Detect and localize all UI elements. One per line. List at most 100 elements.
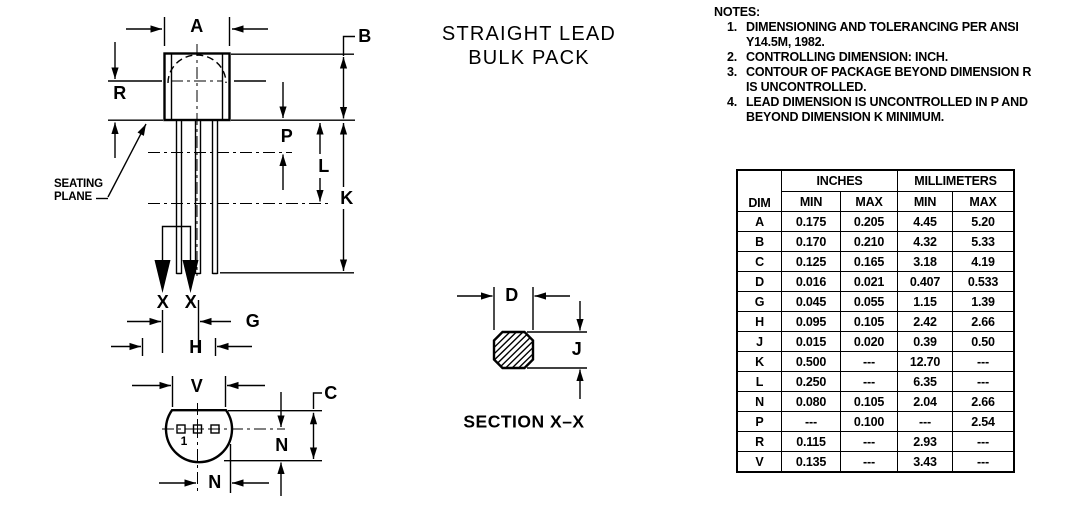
- note-number: 1.: [727, 20, 738, 34]
- front-view-lines: [96, 17, 355, 356]
- dim-cell: B: [736, 231, 782, 252]
- notes-block: NOTES: 1. DIMENSIONING AND TOLERANCING P…: [714, 5, 1031, 125]
- cell: 1.39: [952, 291, 1015, 312]
- dim-label-j: J: [571, 339, 583, 359]
- dim-cell: D: [736, 271, 782, 292]
- table-row: P---0.100---2.54: [736, 411, 1015, 432]
- cell: 0.100: [840, 411, 898, 432]
- note-number: 2.: [727, 50, 738, 64]
- dim-label-p: P: [280, 126, 294, 146]
- col-header-inches: INCHES: [781, 169, 898, 192]
- dim-label-n-side: N: [275, 435, 289, 455]
- dim-label-c: C: [324, 383, 338, 403]
- seating-plane-callout: SEATING PLANE: [54, 178, 103, 203]
- cell: 5.33: [952, 231, 1015, 252]
- cell: 4.19: [952, 251, 1015, 272]
- cell: 0.015: [781, 331, 841, 352]
- cell: 0.50: [952, 331, 1015, 352]
- cell: 0.407: [897, 271, 953, 292]
- dim-label-k: K: [340, 188, 354, 208]
- cell: 0.020: [840, 331, 898, 352]
- dim-cell: V: [736, 451, 782, 473]
- pin-1-label: 1: [180, 434, 188, 448]
- note-text: BEYOND DIMENSION K MINIMUM.: [746, 110, 945, 124]
- col-header-millimeters: MILLIMETERS: [897, 169, 1015, 192]
- drawing-title-line2: BULK PACK: [468, 47, 590, 69]
- dim-label-h: H: [189, 337, 203, 357]
- cell: 0.135: [781, 451, 841, 473]
- col-header-mm-min: MIN: [897, 191, 953, 212]
- dim-cell: A: [736, 211, 782, 232]
- dim-cell: L: [736, 371, 782, 392]
- dim-label-r: R: [113, 83, 127, 103]
- drawing-title-line1: STRAIGHT LEAD: [441, 23, 617, 45]
- section-xx-lines: [457, 287, 587, 399]
- note-text: DIMENSIONING AND TOLERANCING PER ANSI: [746, 20, 1019, 34]
- cell: 2.66: [952, 311, 1015, 332]
- cell: 2.54: [952, 411, 1015, 432]
- cell: 0.170: [781, 231, 841, 252]
- dimension-table-container: DIM INCHES MILLIMETERS MIN MAX MIN MAX A…: [736, 169, 1015, 473]
- cell: ---: [952, 451, 1015, 473]
- cell: 0.205: [840, 211, 898, 232]
- cell: ---: [952, 351, 1015, 372]
- dim-label-d: D: [505, 285, 519, 305]
- cell: 0.105: [840, 391, 898, 412]
- cell: 6.35: [897, 371, 953, 392]
- note-number: 3.: [727, 65, 738, 79]
- cell: 0.016: [781, 271, 841, 292]
- dim-label-a: A: [190, 16, 204, 36]
- note-text: CONTOUR OF PACKAGE BEYOND DIMENSION R: [746, 65, 1032, 79]
- cell: 0.500: [781, 351, 841, 372]
- note-item-3: 3. CONTOUR OF PACKAGE BEYOND DIMENSION R…: [714, 65, 1031, 95]
- cell: 0.165: [840, 251, 898, 272]
- cell: ---: [952, 431, 1015, 452]
- dim-cell: N: [736, 391, 782, 412]
- section-xx-caption: SECTION X–X: [463, 411, 585, 432]
- note-text: IS UNCONTROLLED.: [746, 80, 867, 94]
- cell: 0.175: [781, 211, 841, 232]
- seating-plane-line1: SEATING: [54, 178, 103, 190]
- cell: 0.095: [781, 311, 841, 332]
- cell: 0.533: [952, 271, 1015, 292]
- cell: ---: [897, 411, 953, 432]
- note-item-2: 2. CONTROLLING DIMENSION: INCH.: [714, 50, 1031, 65]
- section-cut-label-x1: X: [156, 292, 170, 312]
- dimension-table: DIM INCHES MILLIMETERS MIN MAX MIN MAX A…: [736, 169, 1015, 473]
- cell: ---: [840, 351, 898, 372]
- note-item-1: 1. DIMENSIONING AND TOLERANCING PER ANSI…: [714, 20, 1031, 50]
- notes-heading: NOTES:: [714, 5, 761, 19]
- dim-label-g: G: [245, 311, 261, 331]
- dim-cell: H: [736, 311, 782, 332]
- dim-cell: J: [736, 331, 782, 352]
- dim-label-l: L: [318, 156, 330, 176]
- cell: 5.20: [952, 211, 1015, 232]
- dim-label-b: B: [358, 26, 372, 46]
- cell: 0.210: [840, 231, 898, 252]
- cell: 3.18: [897, 251, 953, 272]
- cell: ---: [952, 371, 1015, 392]
- dim-cell: G: [736, 291, 782, 312]
- cell: 2.42: [897, 311, 953, 332]
- cell: 0.045: [781, 291, 841, 312]
- dim-label-n-bottom: N: [208, 472, 222, 492]
- cell: 0.055: [840, 291, 898, 312]
- cell: 3.43: [897, 451, 953, 473]
- section-cut-label-x2: X: [184, 292, 198, 312]
- note-number: 4.: [727, 95, 738, 109]
- note-text: Y14.5M, 1982.: [746, 35, 825, 49]
- cell: 0.105: [840, 311, 898, 332]
- cell: 4.32: [897, 231, 953, 252]
- col-header-mm-max: MAX: [952, 191, 1015, 212]
